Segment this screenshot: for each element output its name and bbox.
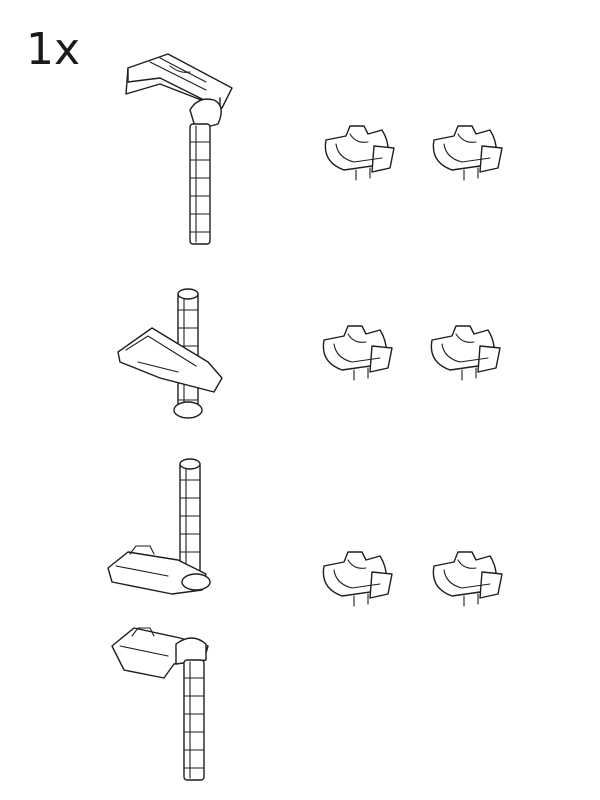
bracket-assembly-bottom	[111, 627, 209, 781]
clip-row1-right	[432, 125, 503, 181]
clip-row2-right	[430, 325, 501, 381]
bracket-assembly-top	[125, 53, 233, 245]
quantity-label: 1x	[26, 24, 81, 75]
clip-row1-left	[324, 125, 395, 181]
clip-row3-left	[322, 551, 393, 607]
bracket-assembly-middle	[117, 288, 223, 419]
bracket-assembly-lower	[107, 458, 211, 595]
clip-row3-right	[432, 551, 503, 607]
clip-row2-left	[322, 325, 393, 381]
